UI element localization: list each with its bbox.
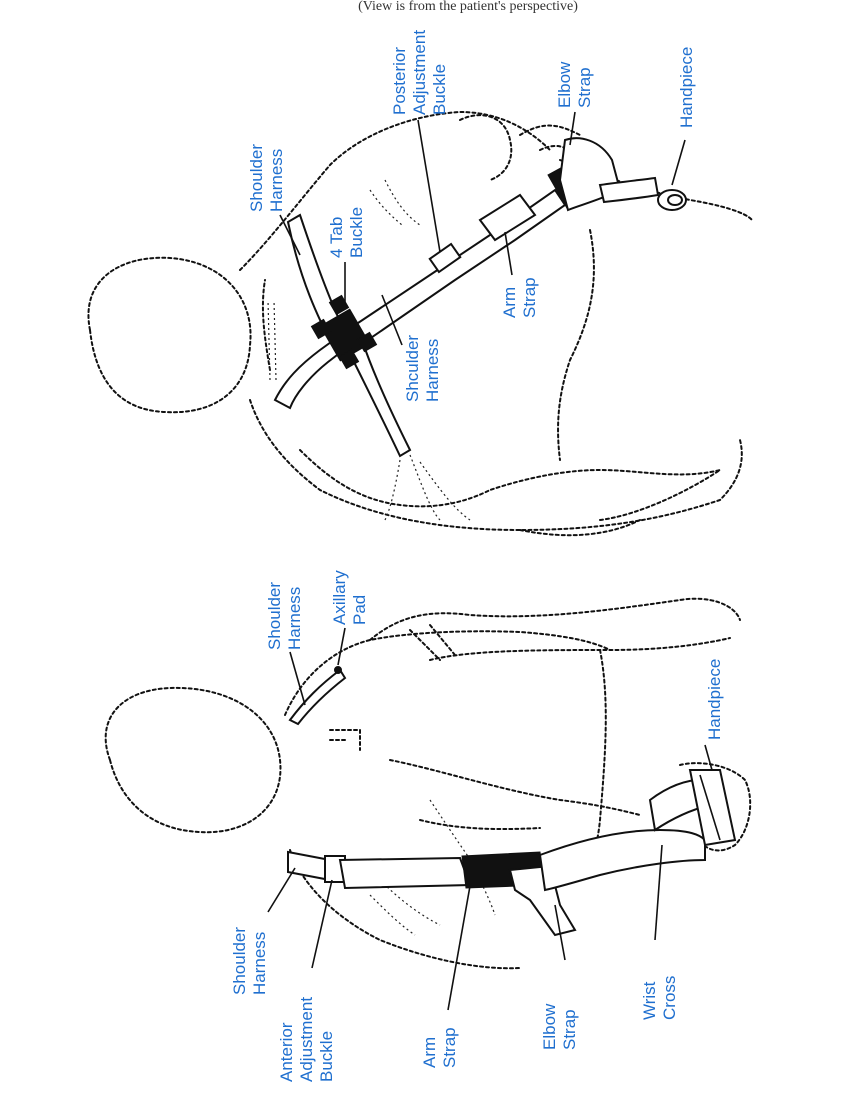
top-label-4-tab-buckle: 4 Tab Buckle — [327, 207, 366, 258]
axillary-pad-dot — [335, 667, 342, 674]
bottom-arm-strap — [340, 858, 470, 888]
svg-text:Strap: Strap — [560, 1009, 579, 1050]
leader-bottom-handpiece — [705, 745, 712, 770]
bottom-figure: Shoulder Harness Axillary Pad Handpiece … — [106, 570, 751, 1082]
svg-text:Shoulder: Shoulder — [265, 582, 284, 650]
bottom-label-shoulder-harness-bottom: Shoulder Harness — [230, 927, 269, 995]
svg-text:Posterior: Posterior — [390, 47, 409, 115]
bottom-label-handpiece: Handpiece — [705, 659, 724, 740]
svg-text:Strap: Strap — [575, 67, 594, 108]
top-label-shoulder-harness-1: Shoulder Harness — [247, 144, 286, 212]
top-figure: Shoulder Harness 4 Tab Buckle Posterior … — [88, 30, 752, 536]
top-label-handpiece: Handpiece — [677, 47, 696, 128]
bottom-raised-arm-outline — [370, 599, 740, 660]
svg-text:Pad: Pad — [350, 595, 369, 625]
bottom-head-outline — [106, 688, 281, 832]
bottom-body-outline — [390, 650, 640, 860]
leader-top-handpiece — [672, 140, 685, 185]
leader-bottom-shoulder-bottom — [268, 868, 295, 912]
svg-text:Elbow: Elbow — [540, 1003, 559, 1050]
svg-text:Handpiece: Handpiece — [677, 47, 696, 128]
bottom-shoulder-harness-bottom — [288, 852, 330, 880]
svg-text:Buckle: Buckle — [317, 1031, 336, 1082]
svg-text:Strap: Strap — [520, 277, 539, 318]
leader-bottom-axillary — [338, 628, 345, 665]
bottom-label-elbow-strap: Elbow Strap — [540, 1003, 579, 1050]
bottom-handpiece — [690, 770, 735, 845]
top-left-arm-outline — [300, 450, 720, 506]
svg-text:Strap: Strap — [440, 1027, 459, 1068]
bottom-forearm-strap — [540, 830, 705, 890]
svg-text:Buckle: Buckle — [430, 64, 449, 115]
top-torso-outline — [240, 112, 742, 535]
bottom-label-arm-strap: Arm Strap — [420, 1027, 459, 1068]
svg-text:Harness: Harness — [423, 339, 442, 402]
top-label-shoulder-harness-2: Shculder Harness — [403, 335, 442, 402]
top-label-elbow-strap: Elbow Strap — [555, 61, 594, 108]
svg-text:Shoulder: Shoulder — [230, 927, 249, 995]
svg-text:Anterior: Anterior — [277, 1022, 296, 1082]
bottom-label-wrist-cross: Wrist Cross — [640, 976, 679, 1020]
bottom-label-anterior-buckle: Anterior Adjustment Buckle — [277, 997, 336, 1082]
top-label-posterior-buckle: Posterior Adjustment Buckle — [390, 30, 449, 115]
leader-bottom-arm — [448, 886, 470, 1010]
svg-text:Shoulder: Shoulder — [247, 144, 266, 212]
bottom-label-axillary-pad: Axillary Pad — [330, 570, 369, 625]
svg-text:Arm: Arm — [500, 287, 519, 318]
svg-text:4 Tab: 4 Tab — [327, 217, 346, 258]
leader-bottom-shoulder-top — [290, 652, 305, 705]
svg-text:Harness: Harness — [267, 149, 286, 212]
leader-top-posterior — [418, 120, 440, 252]
svg-text:Adjustment: Adjustment — [410, 30, 429, 115]
svg-text:Harness: Harness — [285, 587, 304, 650]
leader-bottom-anterior — [312, 880, 332, 968]
svg-text:Arm: Arm — [420, 1037, 439, 1068]
svg-text:Buckle: Buckle — [347, 207, 366, 258]
svg-text:Harness: Harness — [250, 932, 269, 995]
top-arm-strap-pad — [480, 195, 535, 240]
svg-text:Handpiece: Handpiece — [705, 659, 724, 740]
svg-text:Elbow: Elbow — [555, 61, 574, 108]
svg-text:Adjustment: Adjustment — [297, 997, 316, 1082]
bottom-shoulder-harness-top — [290, 670, 345, 724]
svg-text:Wrist: Wrist — [640, 981, 659, 1020]
top-head-outline — [88, 258, 250, 412]
top-label-arm-strap: Arm Strap — [500, 277, 539, 318]
bottom-label-shoulder-harness-top: Shoulder Harness — [265, 582, 304, 650]
view-caption: (View is from the patient's perspective) — [358, 0, 578, 14]
svg-text:Axillary: Axillary — [330, 570, 349, 625]
top-handpiece-grip — [668, 195, 682, 205]
svg-text:Cross: Cross — [660, 976, 679, 1020]
svg-text:Shculder: Shculder — [403, 335, 422, 402]
